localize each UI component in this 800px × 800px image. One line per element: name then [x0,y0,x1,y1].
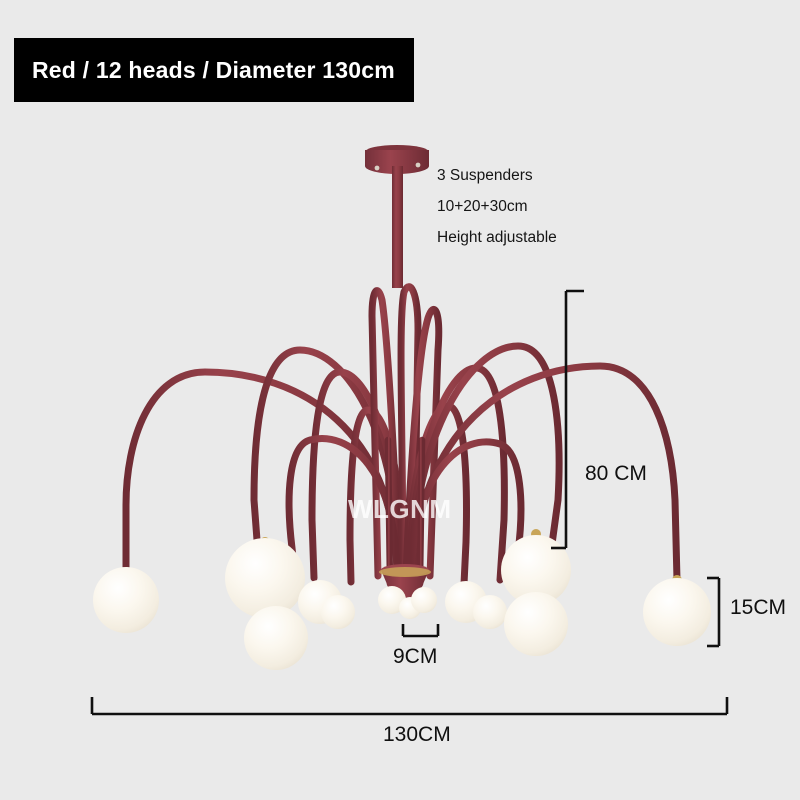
dimension-lines [90,289,729,716]
globe-large-dimension-line [707,576,721,648]
suspender-count-text: 3 Suspenders [437,167,533,184]
glass-globes [93,529,711,670]
ceiling-canopy [365,145,429,174]
height-dimension-line [551,289,584,550]
variant-banner: Red / 12 heads / Diameter 130cm [14,38,414,102]
globe-small-dimension-line [401,624,440,638]
main-suspension-rod [392,166,403,288]
width-dimension-line [90,697,729,716]
center-drop-rods [384,416,426,588]
suspender-lengths-text: 10+20+30cm [437,198,528,215]
globe-small-dimension-label: 9CM [393,645,438,668]
height-adjustable-text: Height adjustable [437,229,557,246]
variant-banner-text: Red / 12 heads / Diameter 130cm [32,56,395,83]
suspender-annotation: 3 Suspenders 10+20+30cm Height adjustabl… [437,160,557,253]
globe-large-dimension-label: 15CM [730,596,787,619]
width-dimension-label: 130CM [383,723,451,746]
height-dimension-label: 80 CM [585,462,647,485]
